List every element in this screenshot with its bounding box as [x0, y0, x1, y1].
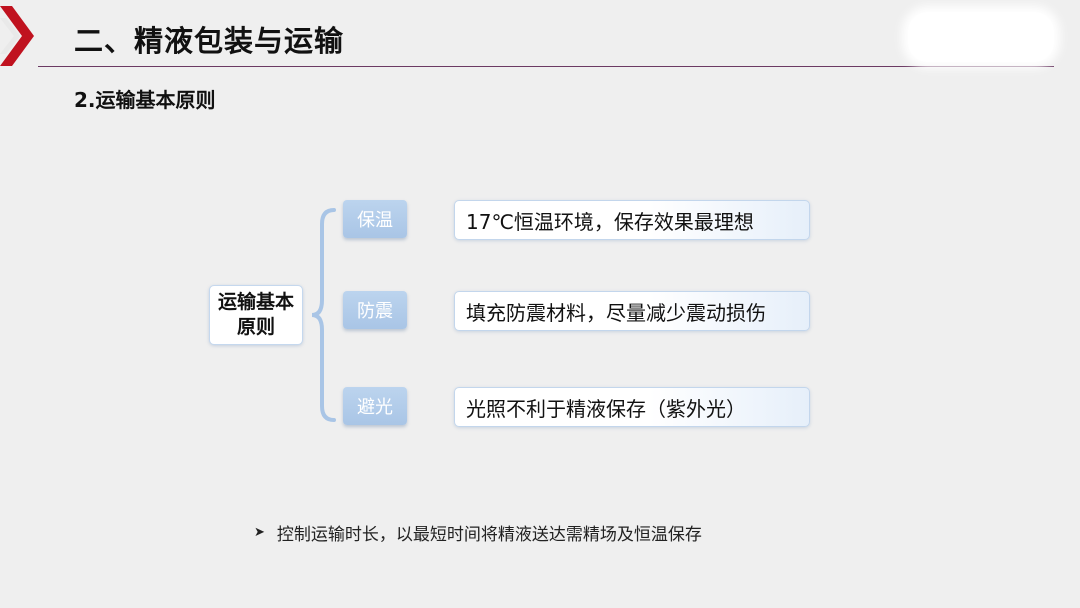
bullet-note: ➤ 控制运输时长，以最短时间将精液送达需精场及恒温保存 — [254, 520, 702, 545]
note-text: 控制运输时长，以最短时间将精液送达需精场及恒温保存 — [276, 525, 702, 545]
arrow-bullet-icon: ➤ — [254, 525, 265, 540]
desc-text: 光照不利于精液保存（紫外光） — [466, 396, 746, 421]
page-title: 二、精液包装与运输 — [74, 24, 345, 58]
tag-label: 防震 — [357, 301, 393, 322]
desc-text: 填充防震材料，尽量减少震动损伤 — [466, 300, 766, 325]
tag-shockproof: 防震 — [343, 291, 407, 329]
curly-brace-connector — [311, 208, 336, 422]
desc-keep-warm: 17℃恒温环境，保存效果最理想 — [454, 200, 810, 240]
chevron-logo-icon — [0, 6, 34, 66]
watermark-cover — [908, 12, 1054, 62]
desc-shockproof: 填充防震材料，尽量减少震动损伤 — [454, 291, 810, 331]
desc-avoid-light: 光照不利于精液保存（紫外光） — [454, 387, 810, 427]
root-label: 运输基本原则 — [217, 291, 294, 338]
tag-avoid-light: 避光 — [343, 387, 407, 425]
title-divider — [38, 66, 1054, 67]
tag-keep-warm: 保温 — [343, 200, 407, 238]
diagram-root-node: 运输基本原则 — [209, 285, 303, 345]
desc-text: 17℃恒温环境，保存效果最理想 — [466, 209, 754, 234]
tag-label: 避光 — [357, 397, 393, 418]
tag-label: 保温 — [357, 210, 393, 231]
section-subtitle: 2.运输基本原则 — [74, 88, 216, 112]
